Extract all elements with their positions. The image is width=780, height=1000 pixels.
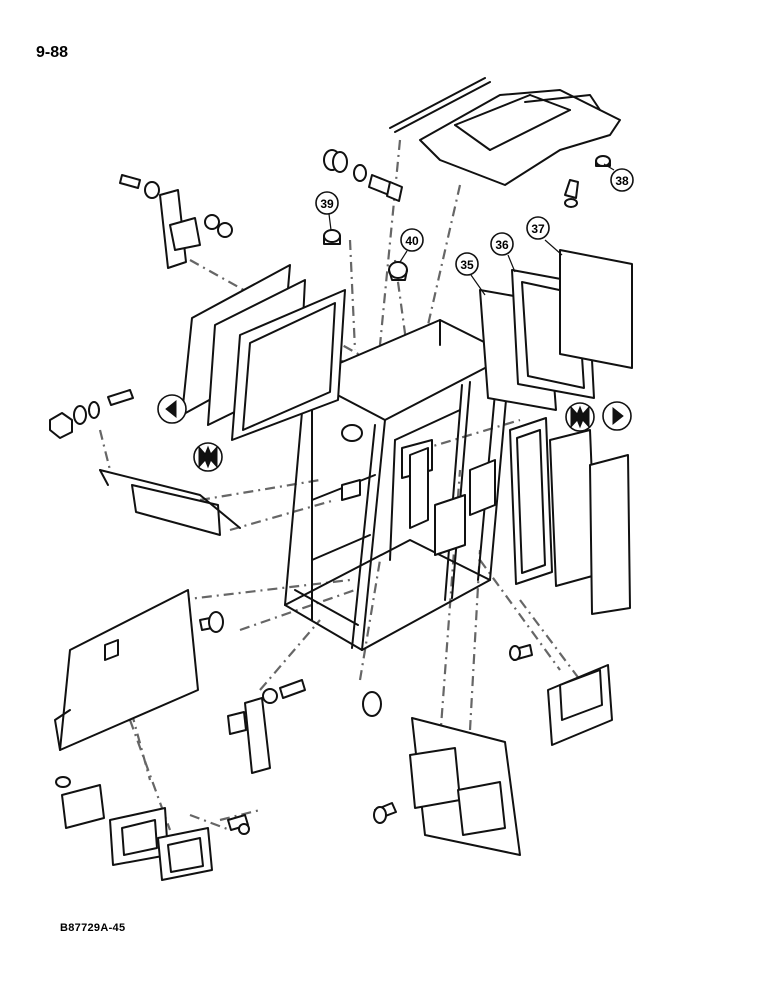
left-window-glass — [181, 264, 346, 441]
roof-bolt — [323, 149, 403, 202]
view-symbol-left — [157, 394, 187, 424]
side-bolt-set — [49, 389, 134, 439]
callout-40: 40 — [399, 228, 424, 263]
right-step-cover — [509, 644, 613, 746]
roof-panel — [389, 77, 621, 186]
callout-35-label: 35 — [460, 258, 474, 272]
cab-frame — [284, 319, 511, 651]
view-symbol-right-black — [565, 402, 595, 432]
lower-hinge-bracket — [227, 679, 382, 774]
callout-39: 39 — [315, 191, 339, 231]
callout-38-label: 38 — [615, 174, 629, 188]
rear-lower-panel — [373, 717, 521, 856]
callout-39-label: 39 — [320, 197, 334, 211]
roof-fastener — [564, 155, 611, 208]
handle-housing — [55, 776, 250, 881]
callout-36: 36 — [490, 232, 516, 273]
callout-35: 35 — [455, 252, 486, 296]
rear-window-glass — [479, 249, 633, 411]
view-symbol-right — [602, 401, 632, 431]
view-symbol-left-black — [193, 442, 223, 472]
side-trim-strip — [99, 469, 241, 536]
part-39-plug — [323, 229, 341, 245]
callout-40-label: 40 — [405, 234, 419, 248]
callout-36-label: 36 — [495, 238, 509, 252]
lower-side-panel — [54, 589, 224, 751]
page-number: 9-88 — [36, 44, 69, 61]
callout-37: 37 — [526, 216, 563, 256]
upper-hinge-bracket — [119, 174, 233, 269]
callout-37-label: 37 — [531, 222, 545, 236]
callout-38: 38 — [603, 163, 634, 192]
part-40-plug — [388, 261, 408, 281]
door-glass-panels — [509, 417, 631, 615]
figure-id: B87729A-45 — [60, 922, 126, 934]
